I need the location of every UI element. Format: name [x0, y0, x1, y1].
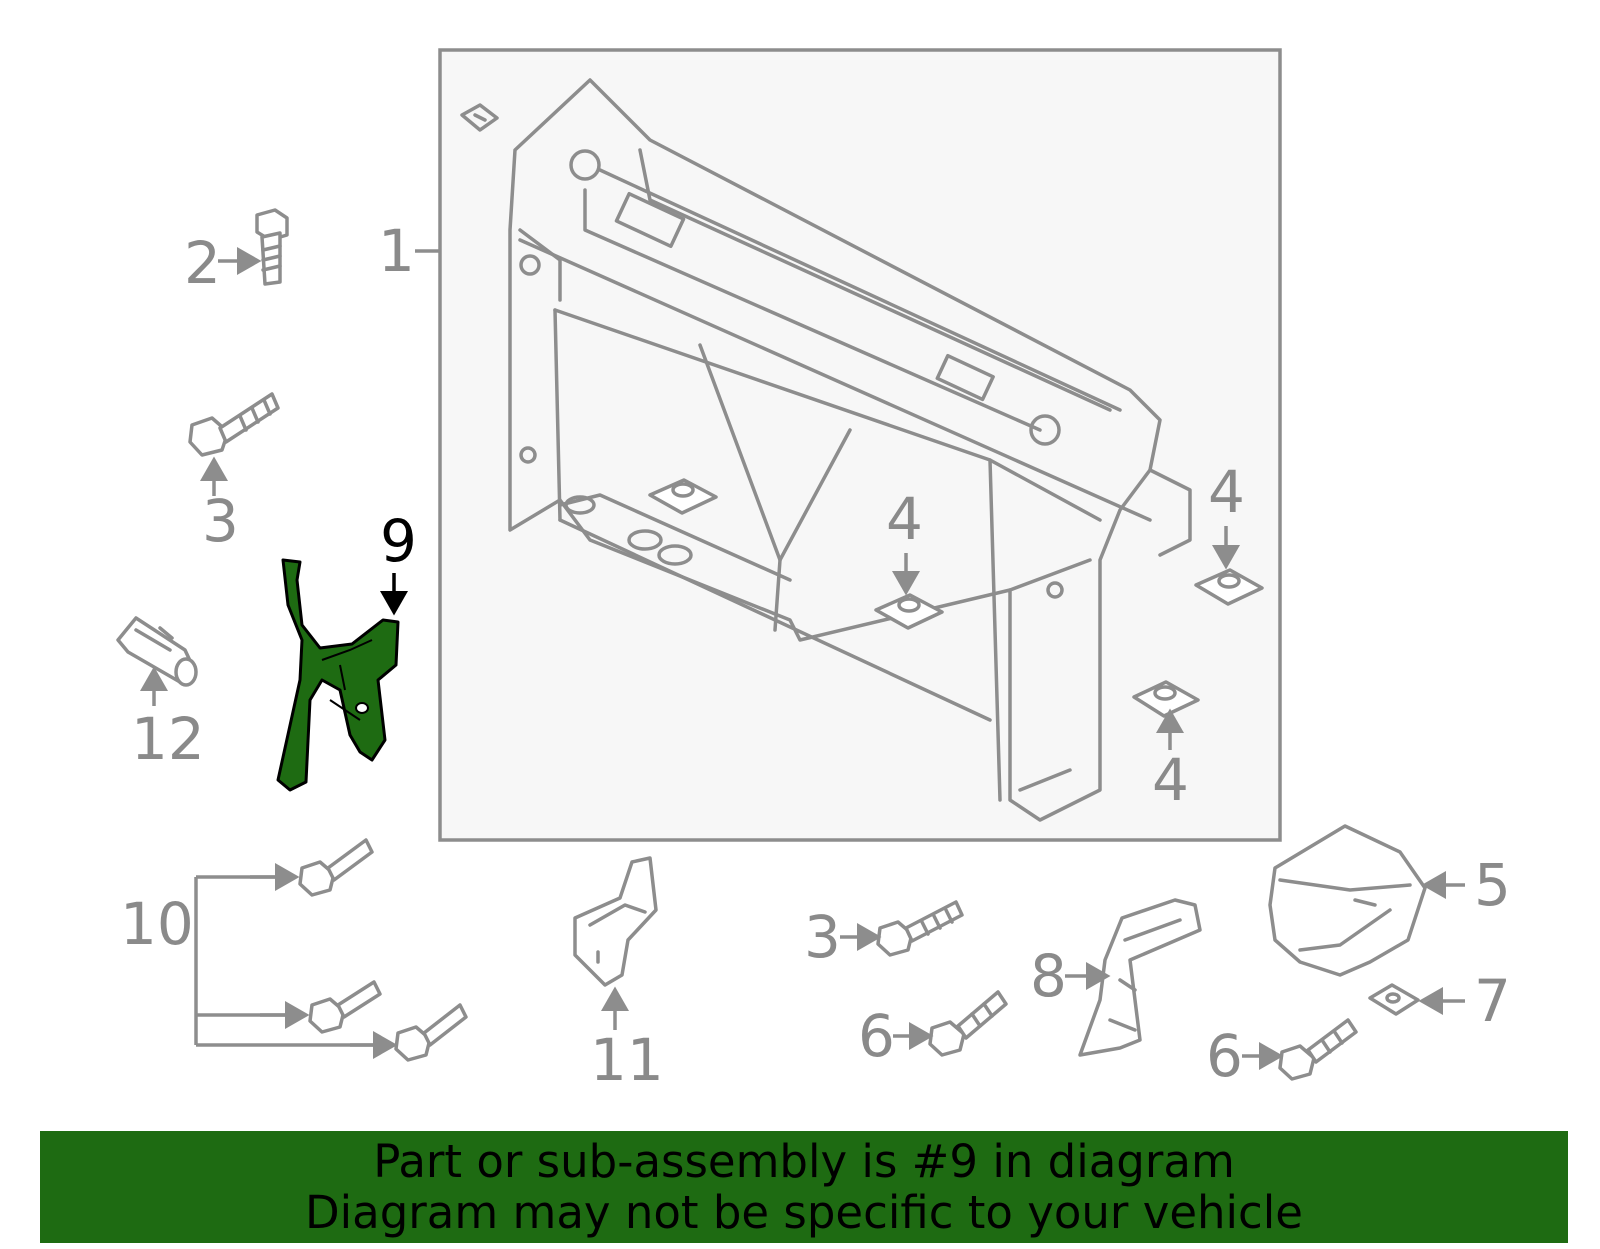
- callout-3-bottom: 3: [804, 903, 841, 971]
- bolt-part-6-right: [1278, 1018, 1358, 1081]
- duct-part-5: [1268, 824, 1427, 977]
- clip-part-7: [1368, 983, 1420, 1016]
- callout-12: 12: [131, 705, 205, 773]
- callout-7: 7: [1474, 967, 1511, 1035]
- callout-6-right: 6: [1206, 1022, 1243, 1090]
- banner-line-2: Diagram may not be specific to your vehi…: [305, 1186, 1303, 1239]
- bolt-part-2: [255, 208, 289, 286]
- radiator-support-part-1: [508, 78, 1192, 822]
- nut-clip-4-right-upper: [1194, 568, 1264, 606]
- callout-10: 10: [120, 890, 194, 958]
- callout-2: 2: [184, 229, 221, 297]
- banner-line-1: Part or sub-assembly is #9 in diagram: [373, 1135, 1235, 1188]
- callout-4-center: 4: [886, 485, 923, 553]
- callout-4-right-lower: 4: [1152, 746, 1189, 814]
- callout-1: 1: [378, 217, 415, 285]
- callout-8: 8: [1030, 942, 1067, 1010]
- callout-3-left: 3: [202, 487, 239, 555]
- sensor-part-12: [116, 616, 198, 687]
- nut-clip-4-left: [648, 478, 718, 515]
- bolts-part-10: [194, 838, 468, 1062]
- callout-4-right-upper: 4: [1208, 458, 1245, 526]
- nut-clip-4-right-lower: [1132, 680, 1200, 718]
- callout-5: 5: [1474, 851, 1511, 919]
- nut-clip-4-center: [874, 593, 944, 630]
- bolt-part-3-bottom: [876, 900, 964, 957]
- bracket-part-9: [276, 558, 400, 792]
- clip-top-left: [460, 103, 499, 132]
- bolt-part-3-left: [188, 392, 280, 457]
- bracket-part-11: [573, 856, 658, 987]
- callout-6-center: 6: [858, 1002, 895, 1070]
- bolt-part-6-center: [928, 990, 1008, 1057]
- radiator-support-box: [438, 48, 1282, 842]
- info-banner: Part or sub-assembly is #9 in diagram Di…: [40, 1131, 1568, 1243]
- callout-9: 9: [380, 507, 417, 575]
- callout-11: 11: [590, 1026, 664, 1094]
